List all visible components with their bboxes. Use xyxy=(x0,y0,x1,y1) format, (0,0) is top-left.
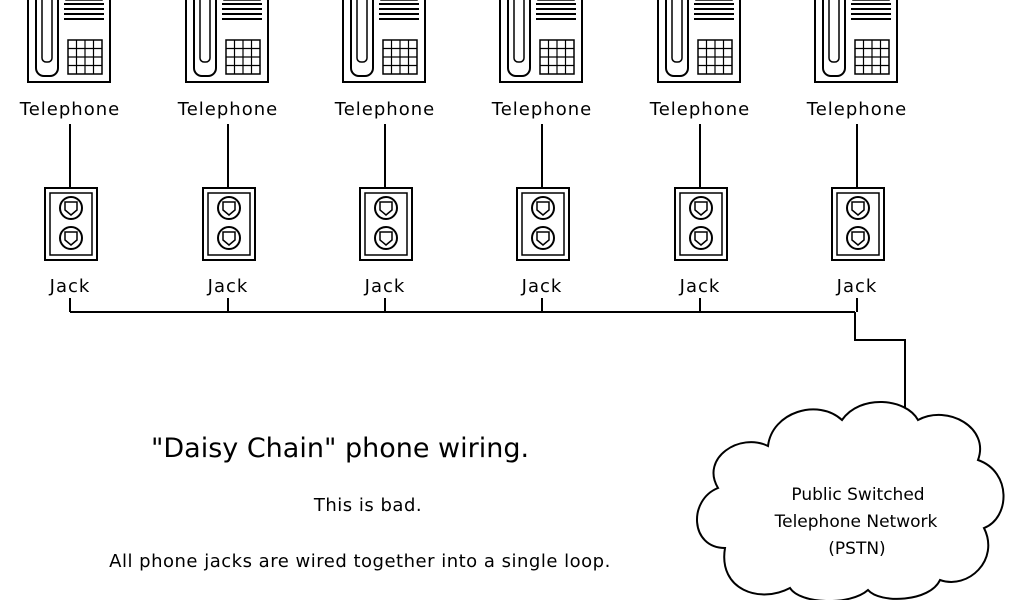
jack-icon xyxy=(44,187,98,261)
jack-label: Jack xyxy=(521,276,563,297)
jack-label: Jack xyxy=(836,276,878,297)
telephone-icon xyxy=(27,0,111,83)
caption-line-1: This is bad. xyxy=(313,495,422,516)
telephone-icon xyxy=(499,0,583,83)
jack-icon xyxy=(831,187,885,261)
telephone-label: Telephone xyxy=(334,99,435,120)
caption-line-2: All phone jacks are wired together into … xyxy=(109,551,611,572)
telephone-icon xyxy=(814,0,898,83)
diagram-title: "Daisy Chain" phone wiring. xyxy=(151,433,529,464)
jack-label: Jack xyxy=(49,276,91,297)
cloud-line-2: Telephone Network xyxy=(774,512,938,532)
pstn-cloud: Public Switched Telephone Network (PSTN) xyxy=(696,401,1005,600)
telephone-icon xyxy=(185,0,269,83)
cloud-line-3: (PSTN) xyxy=(828,539,885,559)
telephone-label: Telephone xyxy=(19,99,120,120)
jack-icon xyxy=(516,187,570,261)
jack-icon xyxy=(359,187,413,261)
jack-label: Jack xyxy=(679,276,721,297)
jack-label: Jack xyxy=(207,276,249,297)
phone-jack-nodes: TelephoneJackTelephoneJackTelephoneJackT… xyxy=(19,0,907,312)
cloud-line-1: Public Switched xyxy=(791,485,924,505)
telephone-icon xyxy=(342,0,426,83)
jack-icon xyxy=(202,187,256,261)
cloud-shape xyxy=(696,401,1005,600)
jack-icon xyxy=(674,187,728,261)
telephone-label: Telephone xyxy=(491,99,592,120)
telephone-label: Telephone xyxy=(649,99,750,120)
telephone-label: Telephone xyxy=(177,99,278,120)
telephone-label: Telephone xyxy=(806,99,907,120)
jack-label: Jack xyxy=(364,276,406,297)
network-feed-wire xyxy=(854,312,906,415)
telephone-icon xyxy=(657,0,741,83)
